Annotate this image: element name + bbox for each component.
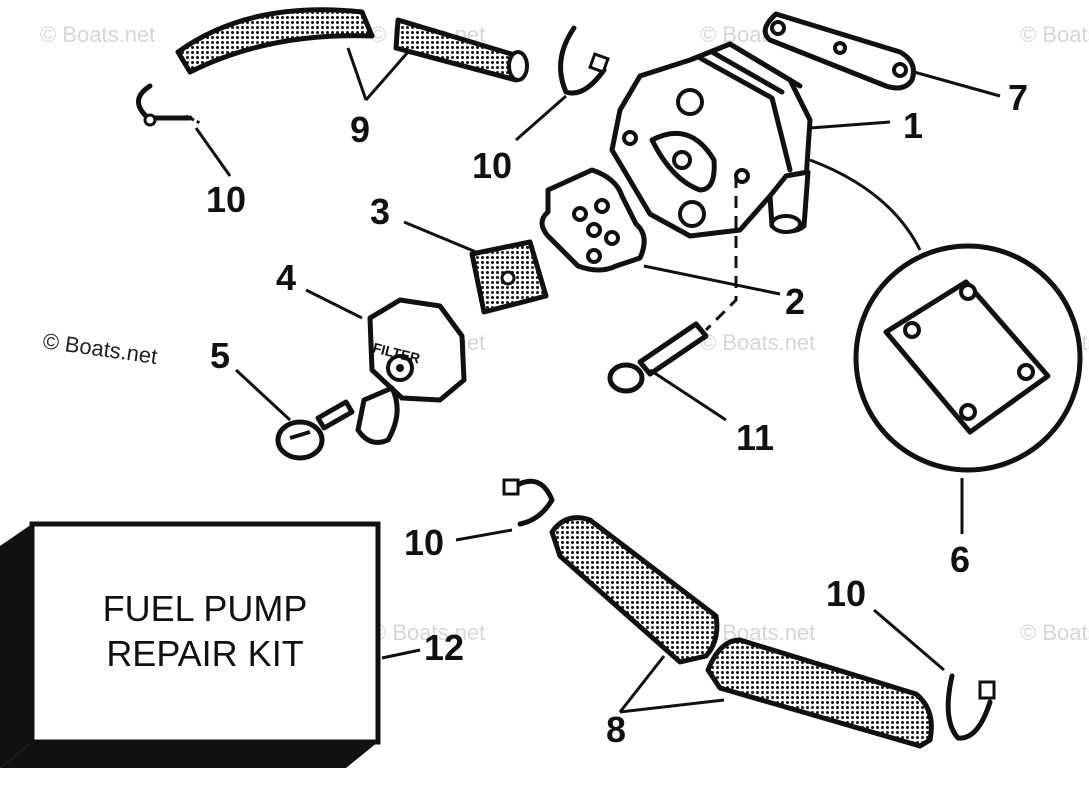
leader-10d: [873, 608, 945, 672]
watermark: © Boats.net: [41, 328, 159, 369]
leader-7: [913, 70, 1001, 98]
clip-10-bottom-right: [945, 673, 996, 741]
leader-9a: [346, 47, 368, 101]
watermark: © Boats.net: [700, 330, 815, 355]
callout-5: 5: [210, 335, 230, 376]
repair-kit-box-12: FUEL PUMP REPAIR KIT: [0, 521, 381, 768]
leader-10a: [194, 127, 232, 177]
callout-6: 6: [950, 539, 970, 580]
leader-2: [643, 264, 781, 296]
callout-10: 10: [404, 522, 444, 563]
gasket-7: [762, 11, 916, 91]
watermark: © Boats.net: [40, 22, 155, 47]
watermark: © Boats.net: [1020, 22, 1089, 47]
callout-7: 7: [1008, 77, 1028, 118]
filter-cover-4: FILTER: [355, 297, 467, 445]
watermark: © Boats.net: [370, 620, 485, 645]
callout-10: 10: [206, 179, 246, 220]
leader-lines: [194, 47, 1001, 714]
leader-10b: [515, 94, 567, 142]
kit-label-line1: FUEL PUMP: [103, 588, 308, 629]
leader-8a: [618, 655, 666, 713]
watermark: © Boats.net: [1020, 620, 1089, 645]
callout-9: 9: [350, 109, 370, 150]
clip-10-top-center: [558, 25, 610, 96]
leader-10c: [455, 528, 513, 542]
diaphragm-2: [539, 167, 647, 273]
callout-3: 3: [370, 191, 390, 232]
cover-6: [809, 158, 1083, 473]
callout-11: 11: [736, 417, 774, 458]
screw-5: [275, 399, 355, 461]
bolt-11: [607, 176, 738, 394]
callout-1: 1: [903, 105, 923, 146]
hose-9: [175, 7, 529, 83]
hose-8: [549, 515, 934, 749]
callout-10: 10: [472, 145, 512, 186]
filter-screen-3: [469, 239, 549, 315]
callout-10: 10: [826, 573, 866, 614]
leader-12: [381, 648, 421, 660]
clip-10-top-left: [136, 83, 203, 127]
leader-8b: [619, 698, 725, 714]
leader-4: [305, 288, 363, 320]
leader-3: [403, 220, 477, 254]
fuel-pump-1: [609, 41, 813, 239]
callout-2: 2: [785, 281, 805, 322]
callout-8: 8: [606, 709, 626, 750]
callout-4: 4: [276, 257, 296, 298]
leader-11: [649, 368, 727, 422]
callout-12: 12: [424, 627, 464, 668]
clip-10-mid: [502, 478, 555, 527]
kit-label-line2: REPAIR KIT: [106, 633, 303, 674]
leader-1: [809, 120, 891, 130]
leader-9b: [364, 51, 410, 101]
leader-5: [234, 368, 292, 422]
callouts: 1 2 3 4 5 6 7 8 9 10 10 10 10 11 12: [206, 77, 1028, 750]
